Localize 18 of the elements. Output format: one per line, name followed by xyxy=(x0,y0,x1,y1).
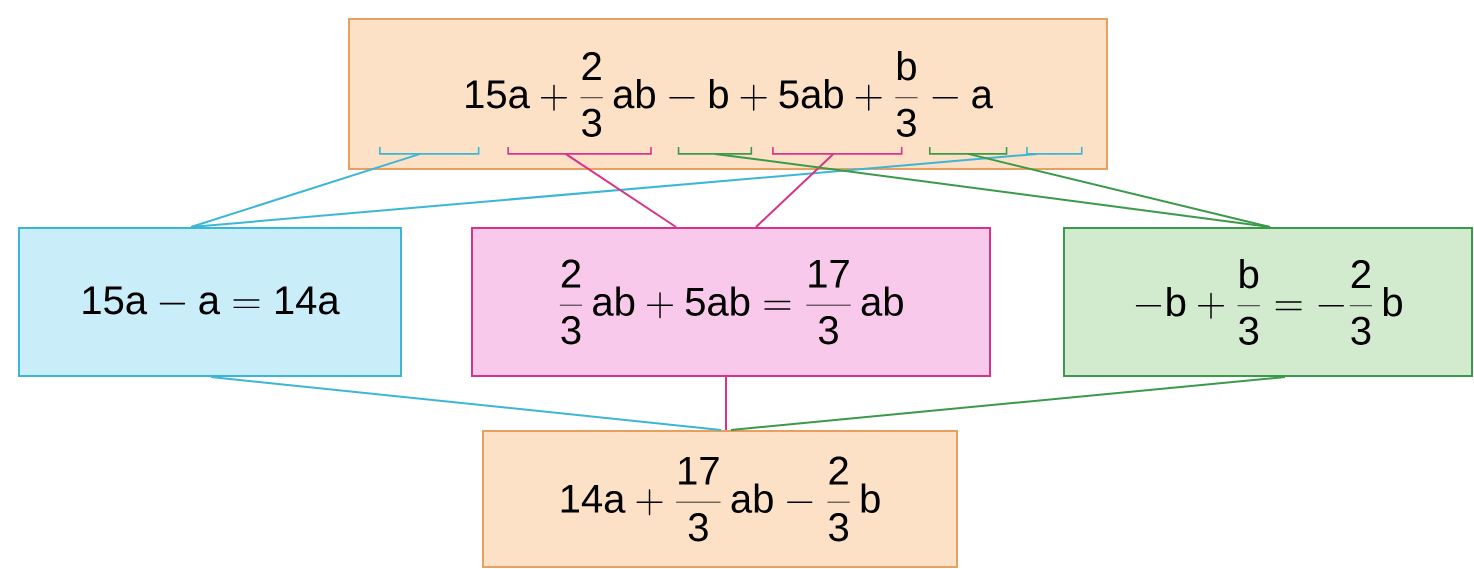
formula-box: $-b + \frac{b}{3} = -\frac{2}{3}\,b$ xyxy=(1063,227,1473,377)
underbrace-bracket xyxy=(928,146,1008,155)
underbrace-bracket xyxy=(1026,146,1083,155)
connector-line xyxy=(190,152,1039,228)
formula-box: $15a + \frac{2}{3}\,ab - b + 5ab + \frac{b}{3} - a$ xyxy=(348,18,1108,170)
connector-line xyxy=(725,376,727,431)
connector-line xyxy=(967,152,1271,228)
formula-box: $15a - a = 14a$ xyxy=(18,227,402,377)
underbrace-bracket xyxy=(379,146,480,155)
formula-box: $\frac{2}{3}\,ab + 5ab = \frac{17}{3}\,ab$ xyxy=(471,227,991,377)
connector-line xyxy=(730,376,1286,431)
connector-line xyxy=(713,152,1271,228)
connector-line xyxy=(210,376,722,431)
connector-line xyxy=(755,152,835,228)
underbrace-bracket xyxy=(677,146,753,155)
formula-box: $14a + \frac{17}{3}\,ab - \frac{2}{3}\,b$ xyxy=(482,430,958,568)
underbrace-bracket xyxy=(772,146,903,155)
underbrace-bracket xyxy=(507,146,652,155)
